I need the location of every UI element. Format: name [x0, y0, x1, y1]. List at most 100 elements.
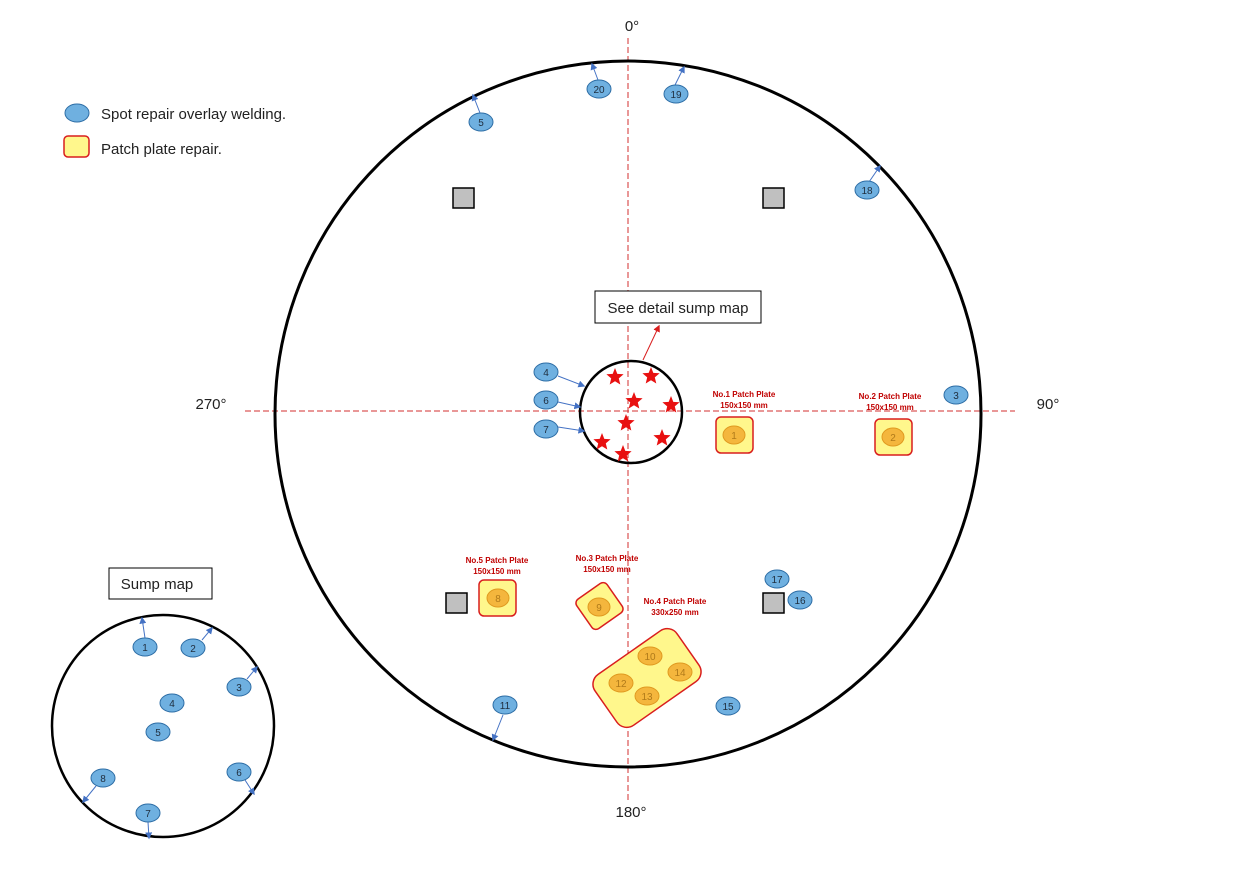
spot-number: 5 — [478, 118, 484, 129]
patch-number: 2 — [890, 433, 896, 444]
legend-spot-label: Spot repair overlay welding. — [101, 106, 286, 123]
spot-arrow — [590, 62, 599, 81]
patch-spot — [667, 662, 693, 682]
patch-number: 12 — [615, 679, 627, 690]
patch-plate-size: 330x250 mm — [651, 608, 699, 617]
patch-number: 14 — [674, 668, 686, 679]
sump-map-title-box — [108, 567, 213, 600]
patch-plate-size: 150x150 mm — [583, 565, 631, 574]
patch-plate-title: No.5 Patch Plate — [466, 556, 529, 565]
star-mark — [617, 414, 635, 431]
spot-repair-marker: 1 — [132, 637, 158, 657]
degree-right: 90° — [1037, 396, 1060, 413]
legend: Spot repair overlay welding. Patch plate… — [63, 103, 286, 158]
legend-spot-swatch — [64, 103, 90, 123]
patch-spot — [881, 427, 905, 447]
support-square — [452, 187, 475, 209]
spot-number: 7 — [543, 425, 549, 436]
spot-arrow — [557, 401, 582, 410]
star-mark — [614, 445, 632, 462]
patch-plate-size: 150x150 mm — [720, 401, 768, 410]
patch-number: 1 — [731, 431, 737, 442]
patch-plates: No.1 Patch Plate 150x150 mm 1 No.2 Patch… — [466, 390, 922, 729]
spot-number: 5 — [155, 728, 161, 739]
spot-arrow — [145, 821, 153, 840]
spot-arrow — [868, 164, 881, 183]
spot-arrow — [139, 616, 147, 639]
spot-number: 1 — [142, 643, 148, 654]
spot-repair-marker: 5 — [145, 722, 171, 742]
patch-plate-size: 150x150 mm — [866, 403, 914, 412]
sump-map-title: Sump map — [121, 576, 194, 593]
spot-repair-marker: 11 — [492, 695, 518, 715]
spot-arrow — [244, 779, 255, 796]
detail-callout-box — [594, 290, 762, 324]
spot-repair-marker: 16 — [787, 590, 813, 610]
support-square — [445, 592, 468, 614]
sump-map-detail: Sump map 1 2 3 4 5 — [50, 567, 276, 840]
sump-map-circle — [50, 613, 276, 839]
patch-spot — [722, 425, 746, 445]
degree-left: 270° — [195, 396, 226, 413]
spot-repair-marker: 18 — [854, 180, 880, 200]
spot-repair-marker: 5 — [468, 112, 494, 132]
spot-repair-marker: 2 — [180, 638, 206, 658]
spot-repair-marker: 19 — [663, 84, 689, 104]
spot-repair-marker: 4 — [533, 362, 559, 382]
support-square — [762, 592, 785, 614]
patch-spot — [587, 597, 611, 617]
spot-repair-marker: 15 — [715, 696, 741, 716]
star-mark — [625, 392, 643, 409]
spot-number: 7 — [145, 809, 151, 820]
patch-number: 10 — [644, 652, 656, 663]
spot-repair-marker: 7 — [533, 419, 559, 439]
spot-number: 19 — [670, 90, 682, 101]
spot-repair-marker: 6 — [533, 390, 559, 410]
spot-number: 4 — [169, 699, 175, 710]
spot-repair-marker: 3 — [943, 385, 969, 405]
patch-spot — [486, 588, 510, 608]
star-mark — [642, 367, 660, 384]
sump-circle — [578, 359, 684, 465]
degree-bottom: 180° — [615, 804, 646, 821]
patch-number: 8 — [495, 594, 501, 605]
spot-number: 6 — [236, 768, 242, 779]
patch-plate-title: No.3 Patch Plate — [576, 554, 639, 563]
spot-arrow — [471, 93, 481, 114]
spot-number: 11 — [500, 701, 511, 712]
spot-arrow — [557, 426, 586, 434]
detail-callout-label: See detail sump map — [608, 300, 749, 317]
tank-floor-circle — [273, 59, 983, 769]
spot-number: 3 — [236, 683, 242, 694]
spot-number: 2 — [190, 644, 196, 655]
legend-patch-label: Patch plate repair. — [101, 141, 222, 158]
spot-number: 17 — [771, 575, 783, 586]
spot-repair-marker: 4 — [159, 693, 185, 713]
star-mark — [593, 433, 611, 450]
spot-repair-marker: 6 — [226, 762, 252, 782]
spot-number: 3 — [953, 391, 959, 402]
spot-arrow — [491, 714, 504, 742]
patch-plate-title: No.1 Patch Plate — [713, 390, 776, 399]
patch-spot — [634, 686, 660, 706]
patch-plate — [592, 627, 702, 729]
legend-patch-swatch — [63, 135, 90, 158]
patch-number: 13 — [641, 692, 653, 703]
spot-arrow — [82, 785, 97, 804]
spot-number: 4 — [543, 368, 549, 379]
patch-plate-title: No.4 Patch Plate — [644, 597, 707, 606]
spot-number: 6 — [543, 396, 549, 407]
star-mark — [653, 429, 671, 446]
patch-spot — [637, 646, 663, 666]
detail-callout-arrow — [642, 324, 660, 361]
spot-repair-marker: 17 — [764, 569, 790, 589]
spot-arrow — [674, 65, 685, 86]
spot-arrow — [246, 665, 258, 680]
spot-repair-marker: 3 — [226, 677, 252, 697]
spot-arrow — [557, 375, 586, 388]
spot-repair-marker: 7 — [135, 803, 161, 823]
patch-number: 9 — [596, 603, 602, 614]
spot-number: 8 — [100, 774, 106, 785]
support-square — [762, 187, 785, 209]
